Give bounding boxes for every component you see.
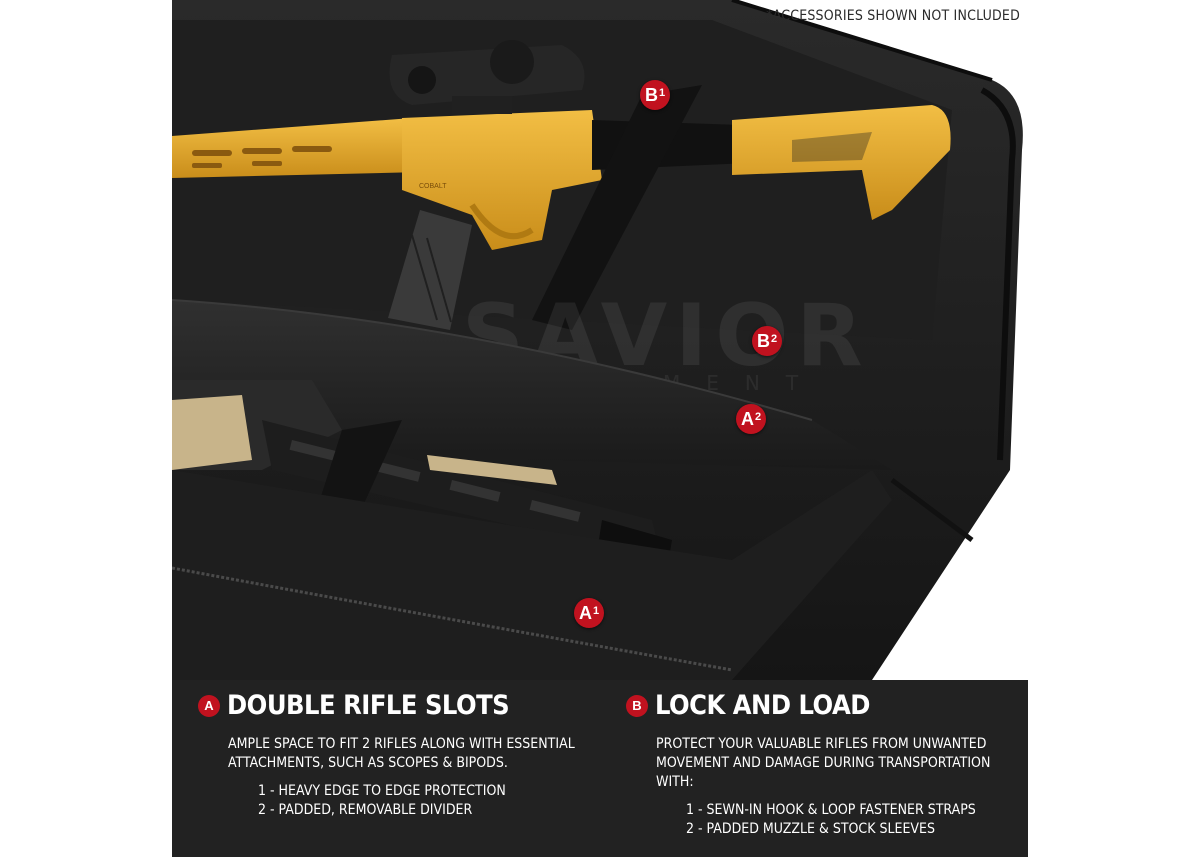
features-panel: A DOUBLE RIFLE SLOTS AMPLE SPACE TO FIT … [172,680,1028,857]
stock [732,105,951,220]
product-image: COBALT SAVIOR EQUIPMENT [172,0,1028,857]
receiver [402,110,602,250]
marker-letter: B [756,330,770,351]
feature-heading: B LOCK AND LOAD [626,690,870,721]
feature-list: 1 - SEWN-IN HOOK & LOOP FASTENER STRAPS … [686,801,976,839]
lower-lid [172,470,892,680]
lower-zipper [172,566,733,672]
rifle-case-photo: COBALT SAVIOR EQUIPMENT [172,0,1023,680]
list-item: 2 - PADDED, REMOVABLE DIVIDER [258,802,473,818]
feature-list: 1 - HEAVY EDGE TO EDGE PROTECTION 2 - PA… [258,782,506,820]
marker-number: 1 [592,605,600,617]
case-zipper [980,87,1016,461]
top-rifle: COBALT [172,40,951,330]
marker-number: 1 [658,87,666,99]
feature-description: PROTECT YOUR VALUABLE RIFLES FROM UNWANT… [656,736,991,790]
magazine [388,210,472,330]
trigger-guard [469,203,534,240]
marker-number: 2 [770,333,778,345]
feature-heading: A DOUBLE RIFLE SLOTS [198,690,510,721]
marker-letter: B [644,84,658,105]
zipper-pull [890,477,974,542]
list-item: 2 - PADDED MUZZLE & STOCK SLEEVES [686,821,935,837]
feature-badge: A [198,694,220,717]
accessories-notice: *ACCESSORIES SHOWN NOT INCLUDED [766,8,1020,24]
feature-title: DOUBLE RIFLE SLOTS [227,690,510,721]
optic [389,45,585,105]
list-item: 1 - HEAVY EDGE TO EDGE PROTECTION [258,783,506,799]
divider-flap [172,300,892,470]
feature-badge: B [626,694,648,717]
strap-b1 [532,85,702,330]
svg-text:COBALT: COBALT [419,183,447,190]
feature-title: LOCK AND LOAD [655,690,870,721]
feature-description: AMPLE SPACE TO FIT 2 RIFLES ALONG WITH E… [228,736,575,771]
marker-letter: A [740,408,754,429]
rail-cover [427,455,557,485]
marker-letter: A [578,602,592,623]
marker-number: 2 [754,411,762,423]
list-item: 1 - SEWN-IN HOOK & LOOP FASTENER STRAPS [686,802,976,818]
